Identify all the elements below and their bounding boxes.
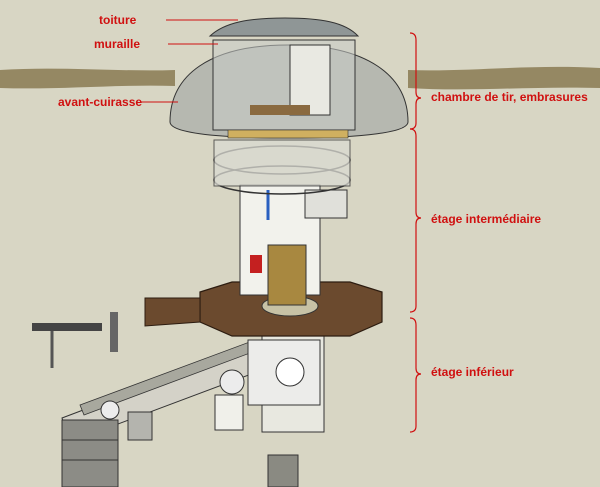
label-toiture: toiture — [99, 13, 137, 27]
label-etage-inferieur: étage inférieur — [431, 365, 514, 379]
ammunition-stack — [61, 411, 153, 487]
floor-platform-side — [144, 297, 201, 327]
shell-cylinder — [267, 244, 307, 306]
gold-ring — [227, 129, 349, 139]
label-muraille: muraille — [94, 37, 141, 51]
brace-chambre — [409, 32, 422, 130]
ammunition-conveyor — [61, 339, 263, 443]
label-avant-cuirasse: avant-cuirasse — [58, 95, 143, 109]
muraille-wall — [212, 39, 356, 131]
red-valve — [250, 255, 262, 273]
brace-etage-intermediaire — [409, 128, 422, 313]
gear-wheel — [275, 357, 305, 387]
hydraulic-pump — [304, 189, 348, 219]
label-chambre-de-tir: chambre de tir, embrasures — [431, 90, 588, 104]
toiture-roof — [208, 17, 360, 37]
lower-support-left — [214, 394, 244, 431]
drill-bit — [267, 454, 299, 487]
upper-drum — [213, 139, 351, 187]
ground-surface — [0, 68, 175, 89]
brace-etage-inferieur — [409, 317, 422, 433]
label-etage-intermediaire: étage intermédiaire — [431, 212, 542, 226]
ground-surface-right — [408, 66, 600, 90]
gun-breech — [250, 44, 331, 116]
hoist-crane — [32, 312, 118, 368]
